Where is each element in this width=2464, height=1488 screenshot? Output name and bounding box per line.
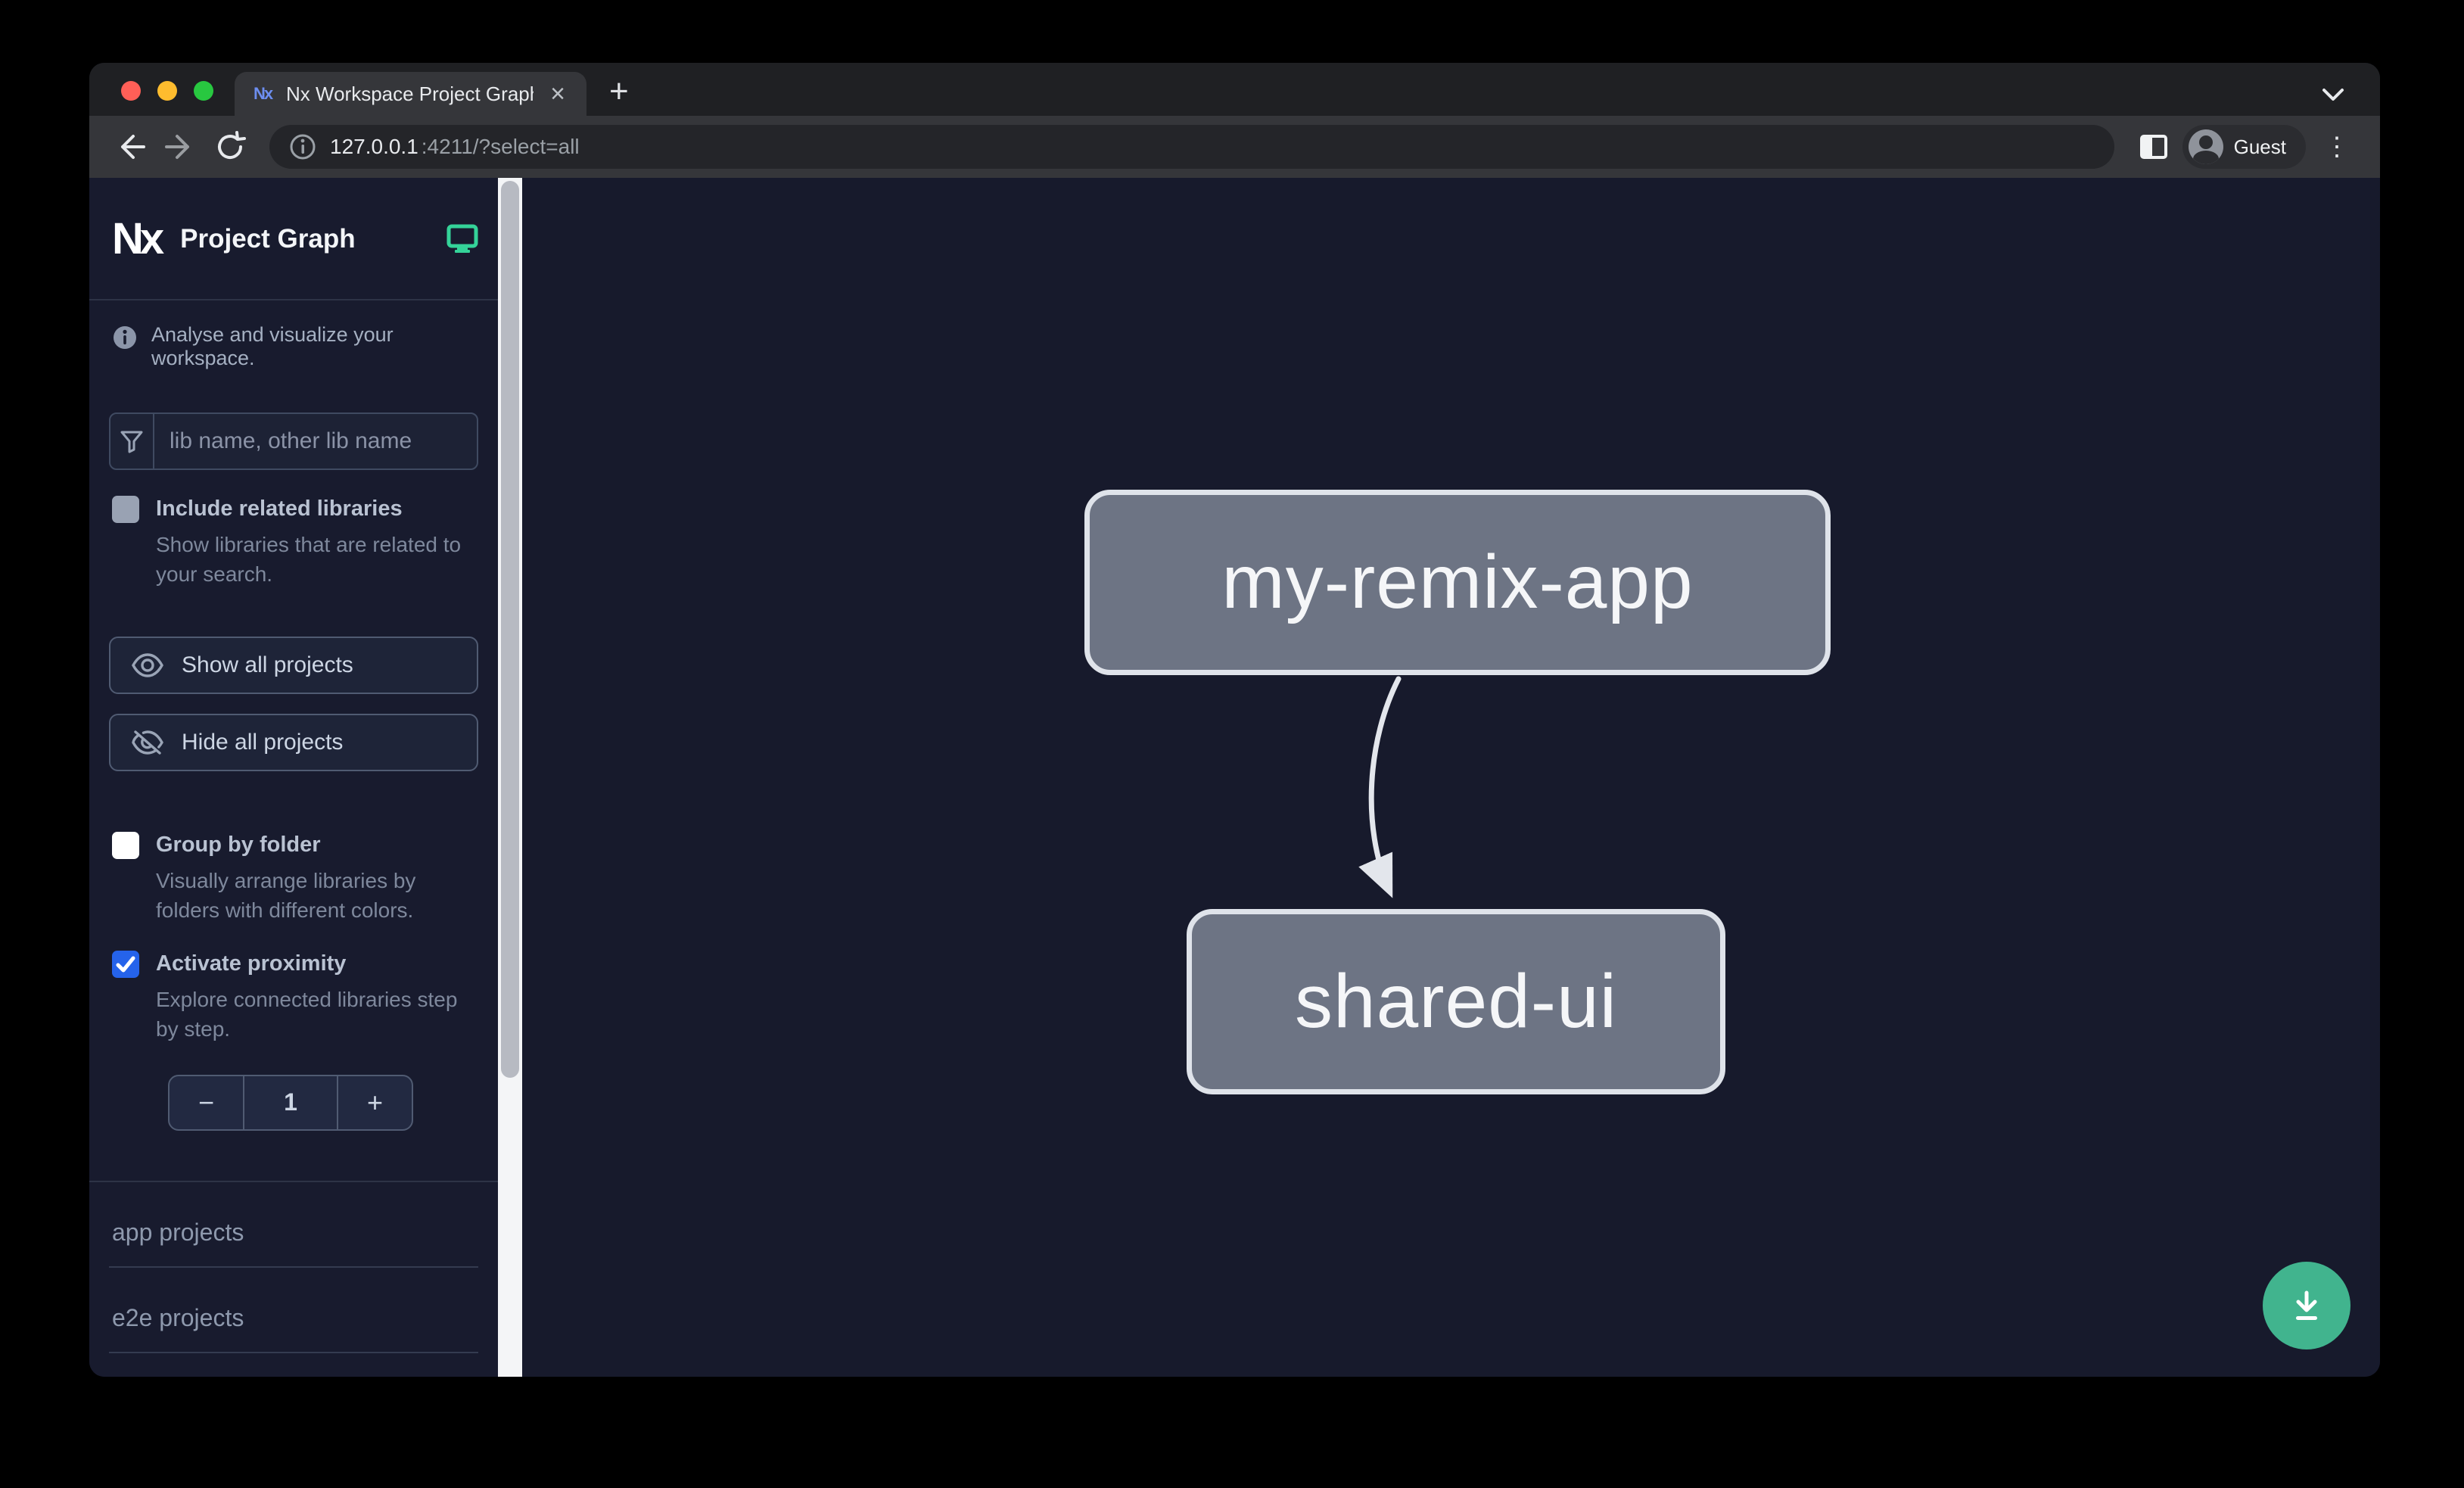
- traffic-lights: [121, 81, 213, 101]
- activate-proximity-checkbox[interactable]: [112, 951, 139, 979]
- proximity-increment-button[interactable]: +: [366, 1086, 384, 1118]
- include-related-checkbox[interactable]: [112, 496, 139, 523]
- reload-button[interactable]: [209, 126, 251, 168]
- profile-button[interactable]: Guest: [2182, 125, 2306, 169]
- proximity-stepper: − 1 +: [168, 1074, 413, 1131]
- activate-proximity-row: Activate proximity Explore connected lib…: [89, 925, 498, 1044]
- nx-logo: Nx: [112, 214, 164, 263]
- graph-node-shared-ui[interactable]: shared-ui: [1187, 909, 1725, 1094]
- url-host: 127.0.0.1: [330, 135, 418, 158]
- download-graph-button[interactable]: [2263, 1262, 2350, 1349]
- node-label: shared-ui: [1295, 959, 1617, 1044]
- show-all-projects-button[interactable]: Show all projects: [109, 636, 478, 694]
- profile-name: Guest: [2233, 135, 2286, 158]
- sidebar-divider: [89, 1180, 498, 1182]
- browser-toolbar: 127.0.0.1:4211/?select=all Guest ⋮: [89, 116, 2380, 178]
- sidebar-scrollbar[interactable]: [498, 178, 522, 1377]
- sidebar-header: Nx Project Graph: [89, 178, 498, 300]
- site-info-icon[interactable]: [289, 133, 316, 160]
- search-input[interactable]: [154, 414, 477, 469]
- section-app-projects: app projects: [109, 1182, 478, 1268]
- tab-title: Nx Workspace Project Graph: [286, 82, 534, 105]
- scrollbar-thumb[interactable]: [501, 181, 519, 1078]
- info-icon: [114, 326, 136, 349]
- group-by-folder-description: Visually arrange libraries by folders wi…: [156, 868, 416, 922]
- browser-menu-icon[interactable]: ⋮: [2324, 132, 2350, 161]
- browser-window: Nx Nx Workspace Project Graph × + 127.0.…: [89, 63, 2380, 1377]
- edge-my-remix-app-to-shared-ui: [1358, 676, 1402, 898]
- proximity-decrement-button[interactable]: −: [198, 1086, 215, 1118]
- tab-search-chevron-icon[interactable]: [2319, 86, 2347, 104]
- workspace-tagline: Analyse and visualize your workspace.: [89, 300, 498, 370]
- include-related-description: Show libraries that are related to your …: [156, 533, 462, 587]
- new-tab-button[interactable]: +: [609, 73, 629, 110]
- url-path: :4211/?select=all: [421, 135, 580, 158]
- filter-icon: [110, 414, 154, 469]
- close-window-button[interactable]: [121, 81, 141, 101]
- graph-edges: [1358, 676, 1402, 898]
- close-tab-icon[interactable]: ×: [550, 79, 565, 108]
- minimize-window-button[interactable]: [157, 81, 177, 101]
- tagline-text: Analyse and visualize your workspace.: [151, 323, 394, 369]
- monitor-icon[interactable]: [446, 224, 478, 254]
- proximity-value: 1: [243, 1076, 338, 1129]
- show-all-projects-label: Show all projects: [182, 652, 353, 677]
- checkmark-icon: [116, 956, 135, 973]
- zoom-window-button[interactable]: [194, 81, 213, 101]
- search-box: [109, 412, 478, 470]
- hide-all-projects-button[interactable]: Hide all projects: [109, 713, 478, 771]
- page-title: Project Graph: [180, 224, 356, 254]
- avatar-icon: [2188, 129, 2223, 164]
- download-icon: [2296, 1290, 2317, 1320]
- activate-proximity-label: Activate proximity: [156, 951, 347, 976]
- group-by-folder-row: Group by folder Visually arrange librari…: [89, 771, 498, 926]
- group-by-folder-checkbox[interactable]: [112, 831, 139, 859]
- tab-nx-workspace-project-graph[interactable]: Nx Nx Workspace Project Graph ×: [235, 72, 586, 116]
- include-related-row: Include related libraries Show libraries…: [89, 470, 498, 590]
- section-e2e-projects: e2e projects: [109, 1268, 478, 1353]
- nx-favicon-icon: Nx: [253, 84, 273, 103]
- graph-node-my-remix-app[interactable]: my-remix-app: [1084, 490, 1831, 675]
- group-by-folder-label: Group by folder: [156, 832, 321, 857]
- tab-strip: Nx Nx Workspace Project Graph × +: [89, 63, 2380, 116]
- eye-icon: [132, 652, 163, 677]
- project-graph-sidebar: Nx Project Graph Analyse and visualize y…: [89, 178, 498, 1377]
- node-label: my-remix-app: [1221, 540, 1694, 624]
- forward-button[interactable]: [159, 126, 201, 168]
- hide-all-projects-label: Hide all projects: [182, 729, 344, 755]
- graph-canvas[interactable]: my-remix-app shared-ui: [522, 178, 2380, 1377]
- address-bar[interactable]: 127.0.0.1:4211/?select=all: [269, 125, 2114, 169]
- back-button[interactable]: [109, 126, 151, 168]
- eye-off-icon: [132, 730, 163, 755]
- side-panel-icon[interactable]: [2133, 126, 2175, 168]
- activate-proximity-description: Explore connected libraries step by step…: [156, 988, 458, 1041]
- include-related-label: Include related libraries: [156, 497, 403, 521]
